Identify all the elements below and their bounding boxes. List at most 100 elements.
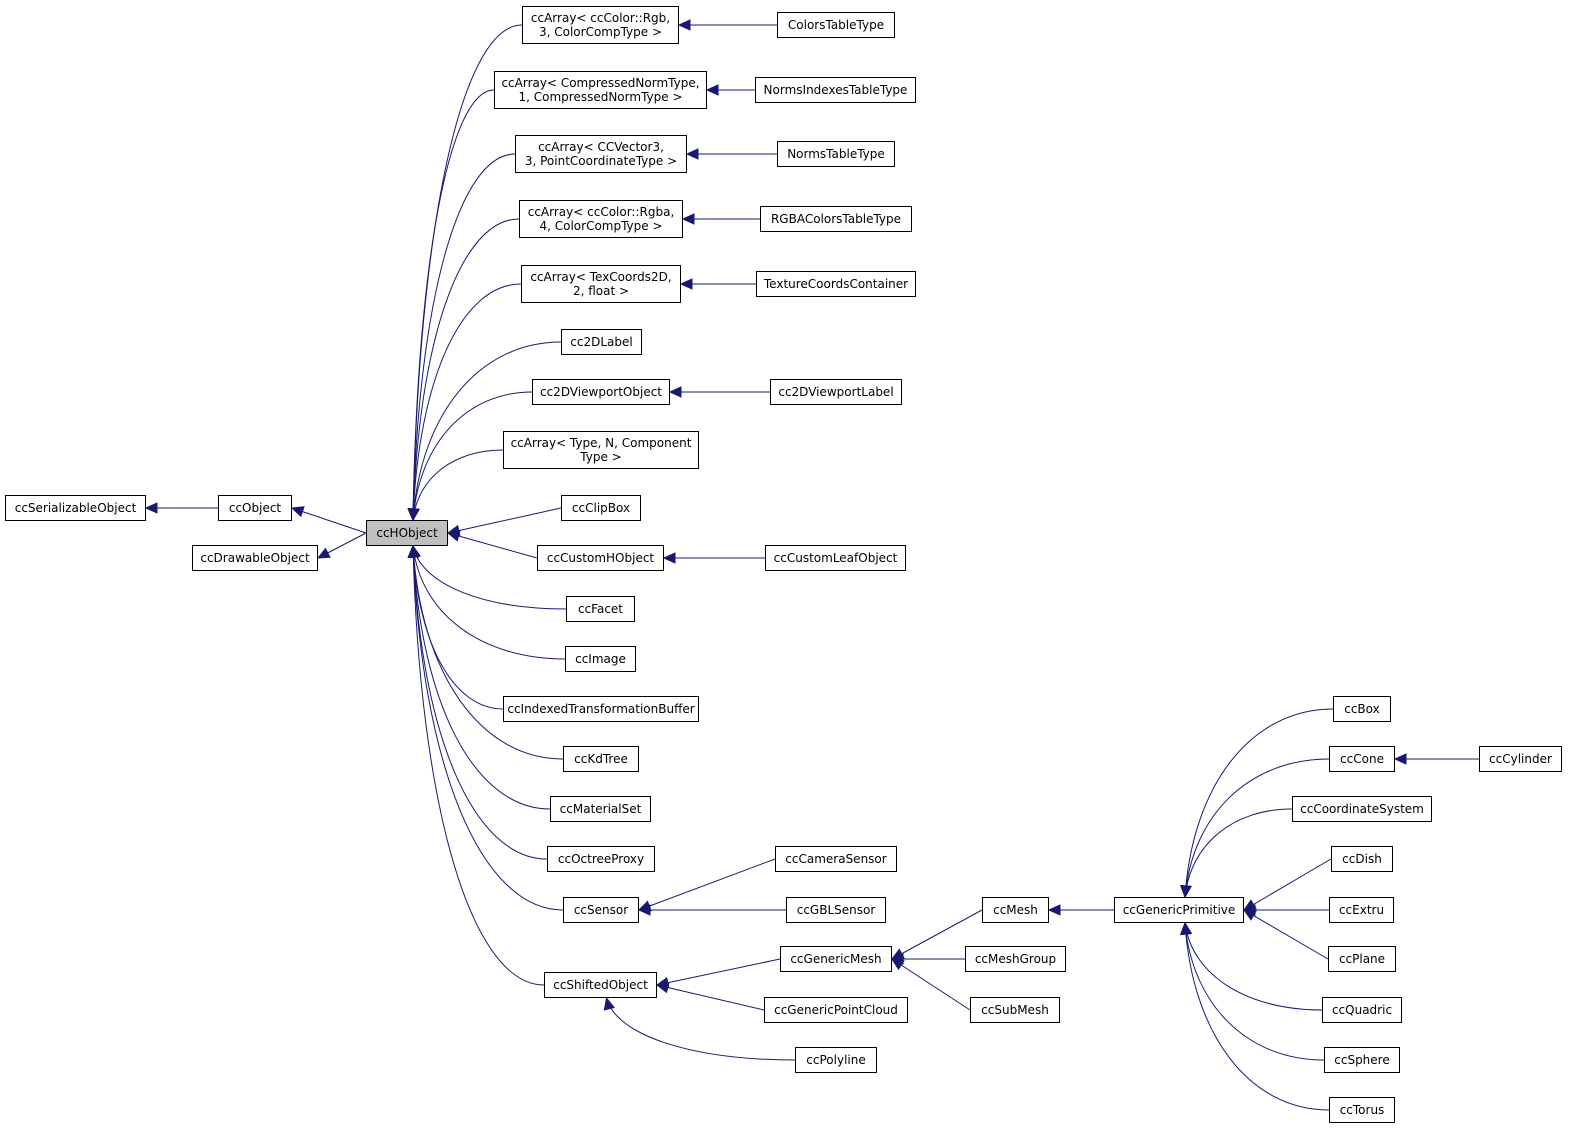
class-node-cc-object[interactable]: ccObject	[218, 495, 292, 521]
class-node-label: ccImage	[575, 652, 626, 666]
class-node-label: ccArray< TexCoords2D,	[530, 270, 672, 284]
inheritance-edge	[1184, 808, 1293, 898]
class-node-label: ccDish	[1342, 852, 1382, 866]
class-node-cc-drawable-object[interactable]: ccDrawableObject	[192, 545, 318, 571]
class-node-cc-gblsensor[interactable]: ccGBLSensor	[786, 897, 886, 923]
class-node-arr-tex[interactable]: ccArray< TexCoords2D,2, float >	[521, 265, 681, 303]
class-node-cc2-dlabel[interactable]: cc2DLabel	[561, 329, 642, 355]
class-node-cc-quadric[interactable]: ccQuadric	[1322, 997, 1402, 1023]
class-node-label: ccHObject	[376, 526, 438, 540]
class-node-cc-serializable-object[interactable]: ccSerializableObject	[5, 495, 146, 521]
class-node-cc-sphere[interactable]: ccSphere	[1324, 1047, 1400, 1073]
class-node-label: ccIndexedTransformationBuffer	[507, 702, 695, 716]
class-node-cc-shifted-object[interactable]: ccShiftedObject	[544, 972, 657, 998]
class-node-label: cc2DLabel	[570, 335, 633, 349]
class-node-cc-image[interactable]: ccImage	[565, 646, 636, 672]
class-node-label: cc2DViewportObject	[539, 385, 662, 399]
class-node-label: ccMaterialSet	[559, 802, 642, 816]
class-node-cc-cylinder[interactable]: ccCylinder	[1479, 746, 1562, 772]
class-node-cc-generic-mesh[interactable]: ccGenericMesh	[780, 946, 892, 972]
arrowhead-icon	[705, 84, 719, 96]
inheritance-edge	[1243, 909, 1329, 960]
class-node-label: ccSerializableObject	[14, 501, 137, 515]
arrowhead-icon	[1393, 753, 1407, 765]
class-node-label: ccGBLSensor	[796, 903, 876, 917]
class-node-norms-table-type[interactable]: NormsTableType	[777, 141, 895, 167]
inheritance-edge	[656, 958, 781, 986]
class-node-arr-rgba[interactable]: ccArray< ccColor::Rgba,4, ColorCompType …	[519, 200, 683, 238]
arrowhead-icon	[890, 958, 905, 971]
class-node-arr-rgb[interactable]: ccArray< ccColor::Rgb,3, ColorCompType >	[522, 6, 679, 44]
class-node-cc-octree-proxy[interactable]: ccOctreeProxy	[547, 846, 655, 872]
class-node-cc-polyline[interactable]: ccPolyline	[795, 1047, 877, 1073]
arrowhead-icon	[662, 552, 676, 564]
arrowhead-icon	[1179, 921, 1192, 935]
class-node-label: ccGenericPointCloud	[774, 1003, 898, 1017]
class-node-cc-generic-primitive[interactable]: ccGenericPrimitive	[1114, 897, 1244, 923]
inheritance-edge	[891, 909, 983, 960]
class-node-label: ccCoordinateSystem	[1300, 802, 1424, 816]
class-node-label: 2, float >	[572, 284, 630, 298]
class-node-cc-mesh-group[interactable]: ccMeshGroup	[965, 946, 1066, 972]
class-node-cc-clip-box[interactable]: ccClipBox	[561, 495, 641, 521]
class-node-cc-custom-hobject[interactable]: ccCustomHObject	[537, 545, 664, 571]
class-node-cc-mesh[interactable]: ccMesh	[982, 897, 1049, 923]
class-node-cc-box[interactable]: ccBox	[1333, 696, 1391, 722]
inheritance-edge	[1243, 858, 1332, 911]
class-node-cc-facet[interactable]: ccFacet	[566, 596, 635, 622]
inheritance-edge	[412, 545, 564, 911]
class-node-cc-plane[interactable]: ccPlane	[1328, 946, 1396, 972]
class-node-label: ccGenericPrimitive	[1122, 903, 1236, 917]
class-node-label: ccCustomHObject	[546, 551, 655, 565]
class-node-cc-cone[interactable]: ccCone	[1329, 746, 1395, 772]
class-node-label: ccTorus	[1339, 1103, 1385, 1117]
class-node-label: ccMesh	[993, 903, 1038, 917]
class-node-cc-extru[interactable]: ccExtru	[1329, 897, 1394, 923]
class-node-texture-coords-container[interactable]: TextureCoordsContainer	[756, 271, 916, 297]
class-node-rgbacolors-table-type[interactable]: RGBAColorsTableType	[760, 206, 912, 232]
class-node-cc-dish[interactable]: ccDish	[1331, 846, 1393, 872]
arrowhead-icon	[603, 996, 615, 1011]
class-node-cc2-dviewport-object[interactable]: cc2DViewportObject	[532, 379, 670, 405]
class-node-arr-norm[interactable]: ccArray< CompressedNormType,1, Compresse…	[494, 71, 707, 109]
class-node-label: 1, CompressedNormType >	[518, 90, 683, 104]
arrowhead-icon	[1242, 909, 1257, 921]
class-node-label: cc2DViewportLabel	[778, 385, 894, 399]
class-node-arr-vec[interactable]: ccArray< CCVector3,3, PointCoordinateTyp…	[515, 135, 687, 173]
class-node-label: Type >	[580, 450, 622, 464]
inheritance-edge	[447, 532, 538, 559]
class-node-label: ccFacet	[577, 602, 624, 616]
class-node-cc-coordinate-system[interactable]: ccCoordinateSystem	[1292, 796, 1432, 822]
class-node-label: ccDrawableObject	[200, 551, 310, 565]
class-node-label: ccArray< ccColor::Rgba,	[527, 205, 675, 219]
inheritance-edge	[412, 218, 520, 521]
class-node-cc-generic-point-cloud[interactable]: ccGenericPointCloud	[764, 997, 908, 1023]
class-node-cc-indexed-transformation-buffer[interactable]: ccIndexedTransformationBuffer	[503, 696, 699, 722]
class-node-label: 3, ColorCompType >	[538, 25, 663, 39]
class-node-label: ccSubMesh	[981, 1003, 1049, 1017]
class-node-cc-camera-sensor[interactable]: ccCameraSensor	[775, 846, 897, 872]
class-node-cc2-dviewport-label[interactable]: cc2DViewportLabel	[770, 379, 902, 405]
class-node-cc-material-set[interactable]: ccMaterialSet	[550, 796, 651, 822]
class-node-cc-sub-mesh[interactable]: ccSubMesh	[970, 997, 1060, 1023]
inheritance-edge	[656, 984, 765, 1011]
class-node-cc-custom-leaf-object[interactable]: ccCustomLeafObject	[765, 545, 906, 571]
inheritance-edge	[638, 858, 776, 911]
inheritance-edge	[412, 283, 522, 521]
class-node-cc-kd-tree[interactable]: ccKdTree	[563, 746, 639, 772]
arrowhead-icon	[1180, 884, 1192, 899]
inheritance-edge	[412, 545, 545, 986]
class-node-label: ColorsTableType	[787, 18, 885, 32]
class-node-label: ccPlane	[1338, 952, 1386, 966]
class-node-cc-torus[interactable]: ccTorus	[1329, 1097, 1395, 1123]
class-node-label: ccSphere	[1334, 1053, 1390, 1067]
arrowhead-icon	[316, 547, 331, 559]
arrowhead-icon	[685, 148, 699, 160]
class-node-label: ccArray< CCVector3,	[538, 140, 664, 154]
arrowhead-icon	[407, 544, 420, 558]
class-node-cc-hobject[interactable]: ccHObject	[366, 520, 448, 546]
class-node-cc-sensor[interactable]: ccSensor	[563, 897, 639, 923]
class-node-norms-indexes-table-type[interactable]: NormsIndexesTableType	[755, 77, 916, 103]
class-node-colors-table-type[interactable]: ColorsTableType	[777, 12, 895, 38]
